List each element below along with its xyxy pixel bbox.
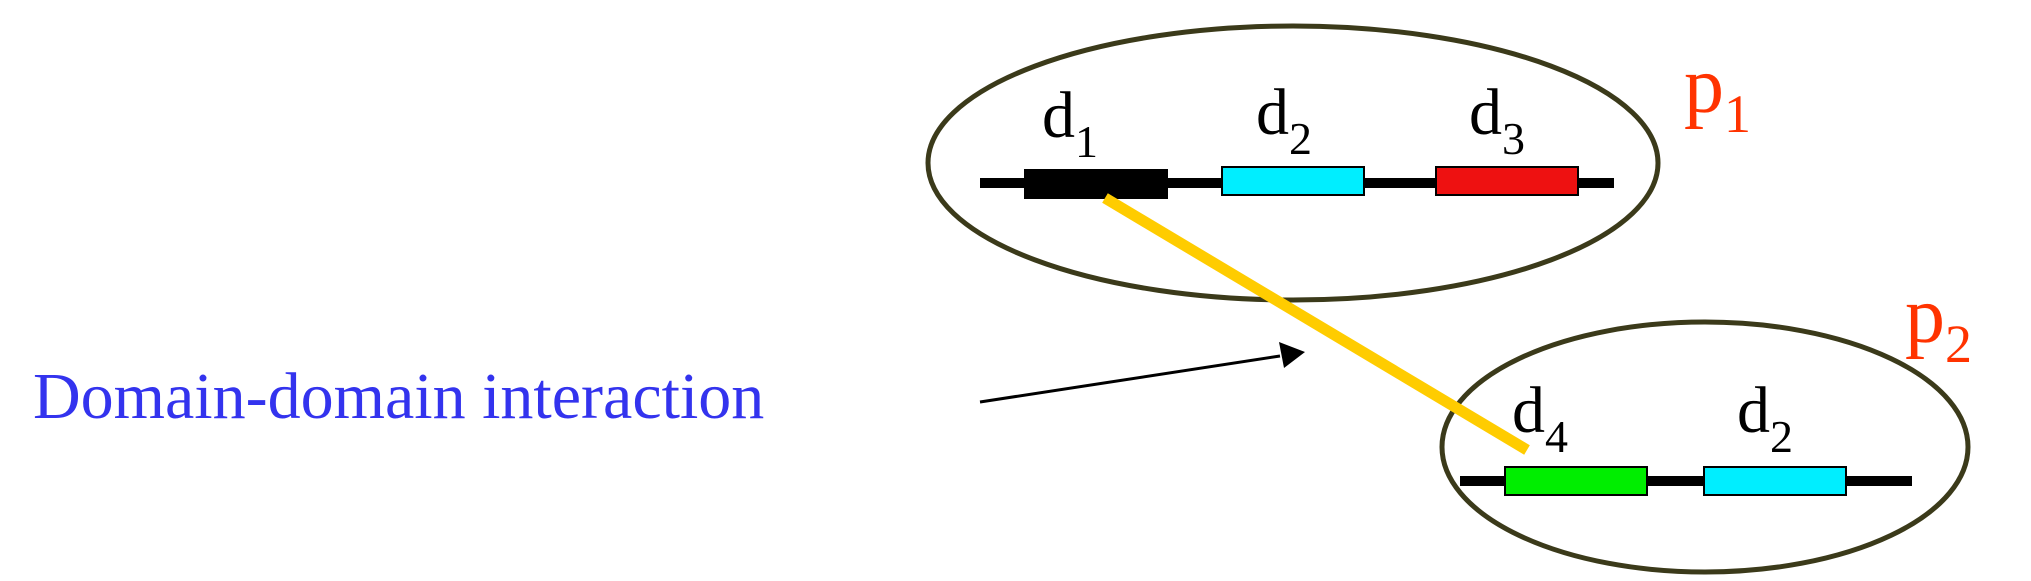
arrow-shaft: [979, 354, 1281, 404]
protein-p1-outline: [925, 23, 1661, 303]
domain-d3-label: d3: [1469, 76, 1525, 164]
domain-d2-box-p2: [1703, 466, 1847, 496]
domain-d2-label-p2: d2: [1737, 374, 1793, 462]
protein-p2: d4 d2 p2: [1439, 272, 1972, 575]
protein-p1-label: p1: [1684, 42, 1751, 144]
interaction-label: Domain-domain interaction: [33, 360, 764, 433]
protein-p1: d1 d2 d3 p1: [925, 23, 1751, 303]
domain-d1-box: [1024, 169, 1168, 199]
domain-d2-box: [1221, 166, 1365, 196]
domain-d2-label: d2: [1256, 76, 1312, 164]
protein-p2-outline: [1439, 319, 1971, 575]
annotation-arrow: [979, 342, 1305, 404]
protein-p2-label: p2: [1905, 272, 1972, 374]
interaction-line: [1102, 193, 1530, 455]
domain-d4-label: d4: [1512, 374, 1568, 462]
domain-d4-box: [1504, 466, 1648, 496]
arrow-head: [1279, 342, 1305, 368]
domain-d1-label: d1: [1042, 79, 1098, 167]
domain-d3-box: [1435, 166, 1579, 196]
